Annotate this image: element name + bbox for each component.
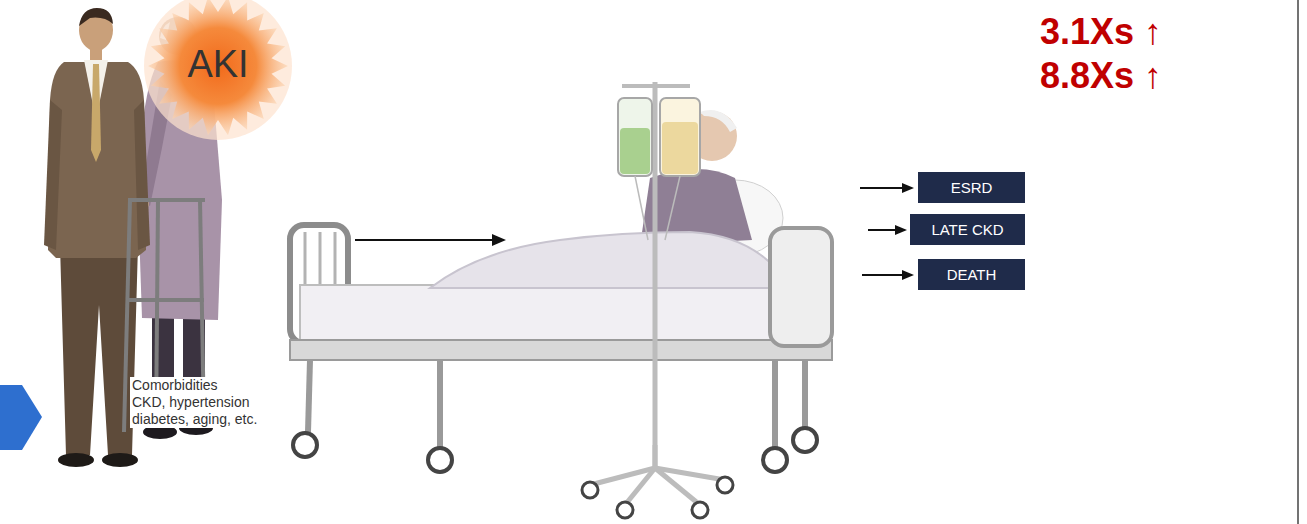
chevron-arrow — [0, 385, 42, 450]
risk-multiplier: 8.8Xs ↑ — [1040, 54, 1162, 97]
outcome-arrows — [860, 183, 914, 280]
comorbidity-list: CKD, hypertension diabetes, aging, etc. — [130, 394, 274, 428]
outcome-label: ESRD — [951, 179, 993, 196]
outcome-box: DEATH — [918, 259, 1025, 290]
flow-arrow — [355, 234, 506, 246]
comorbidity-heading: Comorbidities — [130, 377, 220, 394]
frame-line — [1297, 0, 1299, 524]
outcome-label: DEATH — [947, 266, 997, 283]
outcome-box: ESRD — [918, 172, 1025, 203]
risk-multiplier: 3.1Xs ↑ — [1040, 10, 1162, 53]
outcome-label: LATE CKD — [931, 221, 1003, 238]
iv-stand — [582, 82, 733, 518]
event-label: AKI — [187, 43, 248, 87]
hospital-bed — [290, 110, 832, 472]
outcome-box: LATE CKD — [910, 214, 1025, 245]
aki-burst: AKI — [128, 0, 308, 142]
